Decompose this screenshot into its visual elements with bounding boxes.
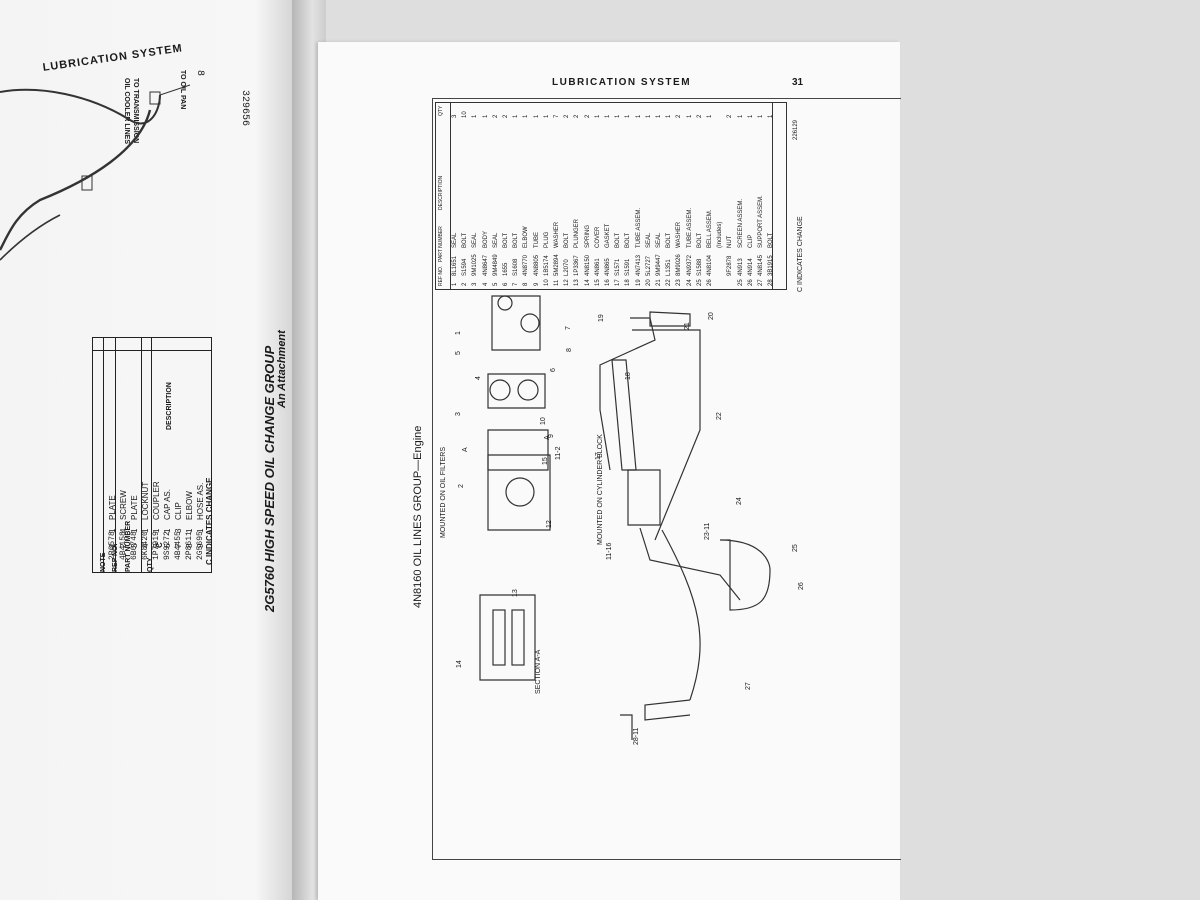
diagram-label-mounted-on-oil-filters: MOUNTED ON OIL FILTERS <box>440 446 447 538</box>
right-parts-table <box>435 102 787 290</box>
diagram-label-callout-a1: A <box>462 447 469 452</box>
diagram-ref-label: 20 <box>708 312 715 320</box>
diagram-ref-label: 2 <box>458 484 465 488</box>
left-page: LUBRICATION SYSTEM 329656 TO OIL PAN TO … <box>0 0 302 900</box>
diagram-ref-label: 18 <box>625 372 632 380</box>
diagram-label-section-a-a: SECTION A-A <box>535 649 542 694</box>
diagram-ref-label: 8 <box>566 348 573 352</box>
diagram-ref-label: 17 <box>595 452 602 460</box>
diagram-ref-label: 28-11 <box>633 727 640 745</box>
diagram-ref-label: 22 <box>716 412 723 420</box>
diagram-ref-label: 19 <box>598 314 605 322</box>
diagram-ref-label: 10 <box>540 417 547 425</box>
diagram-ref-label: 11-2 <box>555 446 562 461</box>
right-page <box>318 42 900 900</box>
diagram-ref-label: 25 <box>792 544 799 552</box>
diagram-ref-label: 6 <box>550 368 557 372</box>
diagram-ref-label: 14 <box>456 660 463 668</box>
right-figure-frame <box>432 98 901 860</box>
diagram-label-mounted-on-cylinder-block: MOUNTED ON CYLINDER BLOCK <box>597 434 604 545</box>
diagram-ref-label: 1 <box>455 331 462 335</box>
diagram-ref-label: 12 <box>546 520 553 528</box>
diagram-ref-label: 15 <box>542 457 549 465</box>
diagram-ref-label: 21 <box>684 322 691 330</box>
diagram-ref-label: 23-11 <box>704 522 711 540</box>
diagram-ref-label: 4 <box>475 376 482 380</box>
diagram-ref-label: 9 <box>548 434 555 438</box>
page-number: 31 <box>792 77 804 88</box>
oil-line-drawing <box>0 84 191 261</box>
diagram-ref-label: 26 <box>798 582 805 590</box>
diagram-ref-label: 27 <box>745 682 752 690</box>
diagram-ref-label: 5 <box>455 351 462 355</box>
right-page-header: LUBRICATION SYSTEM <box>552 77 692 88</box>
left-parts-table <box>92 337 212 573</box>
diagram-ref-label: 24 <box>736 497 743 505</box>
diagram-ref-label: 11-16 <box>606 542 613 560</box>
diagram-ref-label: 7 <box>565 326 572 330</box>
diagram-ref-label: 13 <box>512 589 519 597</box>
diagram-ref-label: 3 <box>455 412 462 416</box>
